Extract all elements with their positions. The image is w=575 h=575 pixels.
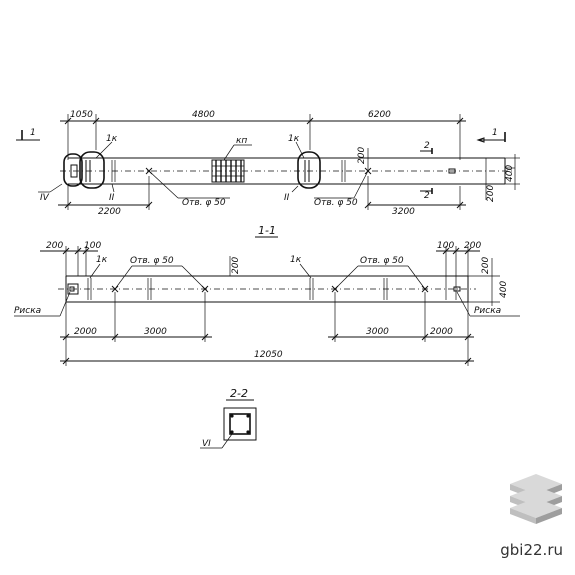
dim-1050: 1050: [70, 110, 93, 120]
dim-total: 12050: [254, 350, 283, 360]
mark-1k-11-mid: 1к: [290, 255, 302, 265]
dim-200-tl: 200: [46, 241, 63, 251]
section11-title: 1-1: [258, 224, 276, 237]
hole-label-left: Отв. φ 50: [182, 198, 226, 208]
dim-3000-right: 3000: [366, 327, 389, 337]
site-watermark: gbi22.ru: [500, 541, 563, 559]
section-1-1: 1-1 200 100 100 200: [14, 224, 520, 366]
mark-1k-11-left: 1к: [96, 255, 108, 265]
roman-vi: VI: [202, 439, 211, 449]
mark-200-plan: 200: [357, 147, 367, 164]
riska-left: Риска: [14, 306, 41, 316]
section-mark-right: 1: [492, 128, 498, 138]
dim-400-plan: 400: [505, 165, 515, 182]
dim-100-tr: 100: [437, 241, 454, 251]
site-logo-icon: [510, 474, 562, 524]
plan-view: 1 1 1050 4800 6200 1к: [16, 110, 520, 217]
dim-200-tr: 200: [464, 241, 481, 251]
mark-1k-left: 1к: [106, 134, 118, 144]
section2-mark-bottom: 2: [424, 191, 430, 201]
hole-label-right: Отв. φ 50: [314, 198, 358, 208]
dim-2000-right: 2000: [430, 327, 453, 337]
section2-mark-top: 2: [424, 141, 430, 151]
dim-3200: 3200: [392, 207, 415, 217]
mark-kp: кп: [236, 136, 247, 146]
section22-title: 2-2: [230, 387, 248, 400]
dim-6200: 6200: [368, 110, 391, 120]
dim-400-11: 400: [499, 281, 509, 298]
dim-4800: 4800: [192, 110, 215, 120]
dim-100-tl: 100: [84, 241, 101, 251]
riska-right: Риска: [474, 306, 501, 316]
roman-ii-mid: II: [284, 193, 290, 203]
section-mark-left: 1: [30, 128, 36, 138]
hole-label-11-right: Отв. φ 50: [360, 256, 404, 266]
mark-1k-mid: 1к: [288, 134, 300, 144]
dim-2200: 2200: [98, 207, 121, 217]
section-2-2: 2-2 VI: [200, 387, 257, 449]
roman-ii-left: II: [109, 193, 115, 203]
dim-2000-left: 2000: [74, 327, 97, 337]
dim-200-plan: 200: [486, 185, 496, 202]
dim-3000-left: 3000: [144, 327, 167, 337]
roman-iv: IV: [40, 193, 50, 203]
hole-label-11-left: Отв. φ 50: [130, 256, 174, 266]
mark-200-11: 200: [231, 257, 241, 274]
dim-200-11: 200: [481, 257, 491, 274]
